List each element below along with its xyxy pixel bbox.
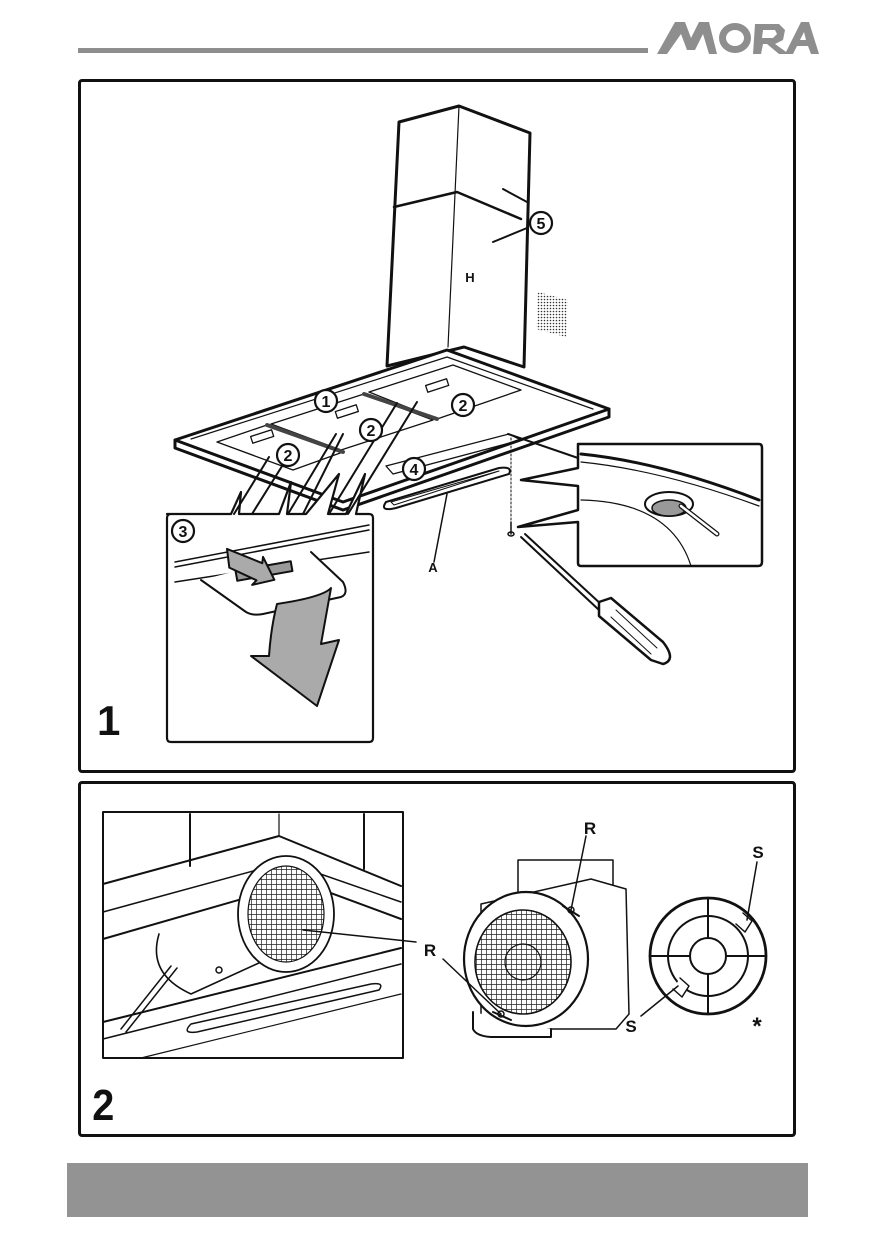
callout-3: 3: [170, 518, 196, 544]
figure-1-panel: 1 2 2 2 3 4 5 H A 1: [78, 79, 796, 773]
label-r-top: R: [584, 819, 596, 838]
figure-1-number: 1: [97, 697, 121, 744]
blower-unit: [462, 859, 630, 1038]
screw: [507, 521, 515, 537]
leader-r-left: [302, 929, 417, 943]
callout-2b-text: 2: [367, 423, 376, 440]
screw-detail-inset: [507, 433, 764, 568]
vent-grille: [536, 292, 568, 337]
footer-band: [67, 1163, 808, 1217]
leader-r-to-screw: [442, 958, 502, 1015]
leader-r-top: [570, 835, 587, 911]
figure-2-illustration: R R S S *: [102, 811, 768, 1059]
callout-2b: 2: [358, 417, 384, 443]
chimney: [385, 104, 532, 369]
callout-4-text: 4: [410, 462, 419, 479]
leader-s-bottom: [640, 985, 679, 1017]
label-h: H: [465, 270, 474, 285]
figure-1-illustration: 1 2 2 2 3 4 5 H A: [165, 104, 764, 744]
callout-5: 5: [528, 210, 554, 236]
label-r-left: R: [424, 941, 436, 960]
hood-canopy: [173, 348, 611, 512]
leader-lines: [233, 188, 528, 515]
mora-logo: MORA: [655, 16, 819, 54]
callout-1: 1: [313, 388, 339, 414]
label-asterisk: *: [752, 1013, 762, 1040]
leader-s-top: [746, 861, 758, 921]
label-a: A: [428, 560, 438, 575]
figure-2-number: 2: [92, 1081, 115, 1130]
logo-text: MORA: [655, 16, 658, 17]
callout-2a-text: 2: [459, 398, 468, 415]
callout-2c-text: 2: [284, 448, 293, 465]
filter-release-inset: [165, 472, 375, 744]
callout-2a: 2: [450, 392, 476, 418]
callout-4: 4: [401, 456, 427, 482]
header-rule: [78, 48, 648, 53]
screwdriver: [520, 533, 672, 666]
figure-2-panel: R R S S * 2: [78, 781, 796, 1137]
callout-3-text: 3: [179, 524, 188, 541]
label-s-bottom: S: [625, 1017, 636, 1036]
light-cover-a: [383, 466, 511, 563]
mounting-disc: [648, 896, 768, 1016]
callout-5-text: 5: [537, 216, 546, 233]
callout-2c: 2: [275, 442, 301, 468]
callout-1-text: 1: [322, 394, 331, 411]
motor-installed-view: [102, 811, 404, 1059]
label-s-top: S: [752, 843, 763, 862]
